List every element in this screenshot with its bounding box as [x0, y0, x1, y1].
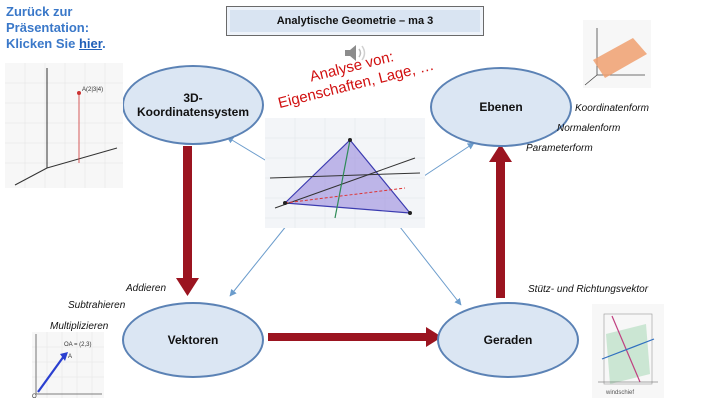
back-link-line3: Klicken Sie hier. [6, 36, 136, 52]
node-vektoren[interactable]: Vektoren [122, 302, 264, 378]
node-koordinatensystem[interactable]: 3D- Koordinatensystem [122, 65, 264, 145]
back-link-line2: Präsentation: [6, 20, 90, 35]
hier-link[interactable]: hier [78, 36, 103, 51]
back-link-prefix: Klicken Sie [6, 36, 79, 51]
thumb-plane [583, 20, 651, 88]
arrow-koordinaten-to-vektoren [176, 146, 199, 296]
thumb-point-label: A(2|3|4) [82, 87, 103, 93]
arrow-geraden-to-ebenen [489, 144, 512, 298]
thumb-vector: A OA = (2,3) O [32, 332, 104, 398]
back-link-block: Zurück zur Präsentation: Klicken Sie hie… [6, 4, 136, 52]
thumb-windschief-label: windschief [605, 390, 634, 396]
label-koordinatenform: Koordinatenform [575, 103, 649, 114]
label-normalenform: Normalenform [557, 123, 621, 134]
thumb-3d-coordinate-system: A(2|3|4) [5, 63, 123, 188]
node-koordinatensystem-line2: Koordinatensystem [136, 105, 250, 119]
arrow-center-to-geraden [399, 226, 462, 306]
label-parameterform: Parameterform [526, 143, 593, 154]
thumb-vector-point: A [68, 354, 72, 360]
speaker-icon[interactable] [343, 42, 369, 64]
arrow-center-to-ebenen [417, 142, 475, 181]
node-geraden[interactable]: Geraden [437, 302, 579, 378]
arrow-center-to-vektoren [229, 224, 288, 297]
back-link-line1: Zurück zur [6, 4, 73, 19]
thumb-vector-label: OA = (2,3) [64, 342, 92, 348]
back-link-suffix: . [102, 36, 106, 51]
triangle-illustration [265, 118, 425, 228]
node-koordinatensystem-text: 3D- Koordinatensystem [137, 91, 249, 119]
thumb-windschief: windschief [592, 304, 664, 398]
label-addieren: Addieren [126, 283, 167, 294]
node-koordinatensystem-line1: 3D- [183, 91, 203, 105]
page-title: Analytische Geometrie – ma 3 [226, 6, 484, 36]
arrow-center-to-koordinaten [226, 136, 271, 164]
label-multiplizieren: Multiplizieren [50, 321, 109, 332]
node-ebenen[interactable]: Ebenen [430, 67, 572, 147]
thumb-vector-origin: O [32, 394, 37, 398]
label-stuetz-richtungsvektor: Stütz- und Richtungsvektor [528, 284, 649, 295]
arrow-vektoren-to-geraden [268, 327, 442, 347]
label-subtrahieren: Subtrahieren [68, 300, 126, 311]
